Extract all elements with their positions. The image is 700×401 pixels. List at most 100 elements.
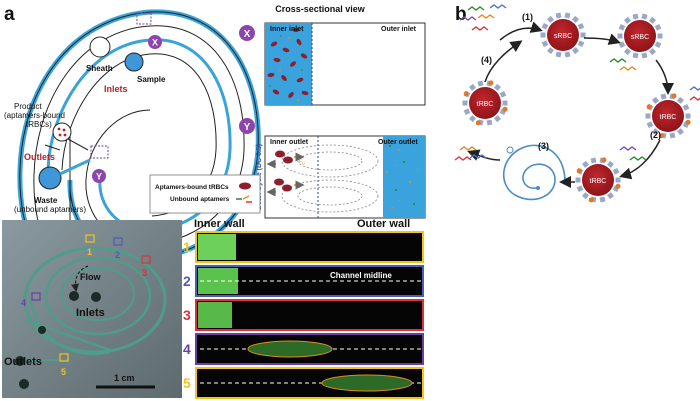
aptamer bbox=[629, 156, 647, 161]
inlet-cross-section bbox=[264, 22, 426, 106]
legend bbox=[149, 174, 261, 214]
bound-marker bbox=[502, 106, 508, 112]
mini-inlet bbox=[506, 146, 514, 154]
strip-number-2: 2 bbox=[183, 273, 191, 289]
aptamer bbox=[489, 4, 507, 9]
receptor bbox=[499, 90, 507, 98]
section-y-box bbox=[90, 145, 109, 159]
receptor bbox=[676, 128, 684, 136]
receptor bbox=[618, 41, 626, 49]
receptor bbox=[657, 33, 663, 39]
receptor bbox=[641, 13, 648, 20]
receptor bbox=[540, 32, 546, 38]
photo-marker-4: 4 bbox=[21, 298, 26, 308]
receptor bbox=[606, 192, 614, 200]
aptamer bbox=[467, 6, 485, 11]
bound-marker bbox=[576, 168, 582, 174]
receptor bbox=[645, 113, 651, 119]
flow-label: Flow bbox=[80, 272, 101, 282]
arrow-step-3 bbox=[467, 149, 501, 161]
receptor bbox=[477, 80, 484, 87]
legend-aptamers-label: Unbound aptamers bbox=[170, 196, 230, 203]
inlets-label: Inlets bbox=[104, 84, 128, 94]
receptor bbox=[576, 185, 584, 193]
device-photo bbox=[2, 220, 182, 398]
product-sub-label-2: tRBCs) bbox=[26, 120, 52, 129]
arrow-step-4 bbox=[484, 40, 523, 83]
mini-spiral bbox=[502, 144, 566, 201]
cross-section-title: Cross-sectional view bbox=[275, 4, 366, 14]
bound-marker bbox=[671, 93, 677, 99]
aptamer bbox=[477, 14, 495, 19]
receptor bbox=[555, 12, 562, 19]
step-4-label: (4) bbox=[481, 55, 492, 65]
sample-inlet bbox=[124, 52, 144, 72]
force-lift-label: FL bbox=[271, 161, 277, 168]
aptamer bbox=[459, 16, 477, 21]
outer-wall-label: Outer wall bbox=[357, 218, 410, 230]
rbc-label-5: tRBC bbox=[590, 178, 607, 185]
receptor bbox=[564, 12, 571, 19]
receptor bbox=[682, 103, 690, 111]
receptor bbox=[493, 115, 501, 123]
legend-cells-label: Aptamers-bound tRBCs bbox=[155, 184, 229, 191]
arrow-a bbox=[583, 33, 621, 45]
rbc-cell-4 bbox=[652, 100, 684, 132]
outlet-cross-section bbox=[264, 135, 426, 219]
step-2-label: (2) bbox=[650, 130, 661, 140]
receptor bbox=[648, 48, 656, 56]
bound-marker bbox=[475, 120, 481, 126]
bound-marker bbox=[646, 104, 652, 110]
receptor bbox=[575, 177, 581, 183]
receptor bbox=[632, 13, 639, 20]
rbc-cell-1 bbox=[547, 19, 579, 51]
photo-marker-2: 2 bbox=[115, 250, 120, 260]
rbc-cell-3 bbox=[469, 87, 501, 119]
receptor bbox=[685, 113, 691, 119]
rbc-cell-5 bbox=[582, 164, 614, 196]
receptor bbox=[502, 100, 508, 106]
receptor bbox=[469, 83, 477, 91]
cycle-diagram bbox=[454, 4, 700, 203]
receptor bbox=[571, 15, 579, 23]
inner-inlet-label: Inner inlet bbox=[270, 26, 304, 33]
product-sub-label: (aptamers-bound bbox=[4, 111, 65, 120]
receptor bbox=[624, 16, 632, 24]
marker-y-large: Y bbox=[239, 118, 255, 134]
fluorescence-strip-5 bbox=[195, 367, 424, 399]
fluorescence-strip-1 bbox=[195, 231, 424, 263]
receptor bbox=[660, 93, 667, 100]
step-1-label: (1) bbox=[522, 12, 533, 22]
rbc-cell-2 bbox=[624, 20, 656, 52]
arrow-step-2 bbox=[655, 59, 674, 95]
receptor bbox=[648, 16, 656, 24]
waste-label: Waste bbox=[34, 196, 58, 205]
photo-marker-1: 1 bbox=[87, 247, 92, 257]
receptor bbox=[547, 47, 555, 55]
aptamer bbox=[619, 146, 637, 151]
receptor bbox=[493, 83, 501, 91]
marker-x-large: X bbox=[239, 25, 255, 41]
outer-inlet-label: Outer inlet bbox=[381, 26, 417, 33]
receptor bbox=[469, 115, 477, 123]
aptamer bbox=[454, 156, 472, 161]
rbc-label-2: sRBC bbox=[631, 34, 649, 41]
outlets-label: Outlets bbox=[24, 152, 55, 162]
photo-marker-5: 5 bbox=[61, 367, 66, 377]
receptor bbox=[646, 121, 654, 129]
receptor bbox=[582, 192, 590, 200]
position-markers bbox=[31, 234, 151, 362]
aptamer bbox=[619, 66, 637, 71]
receptor bbox=[555, 51, 562, 58]
receptor bbox=[577, 40, 585, 48]
receptor bbox=[571, 47, 579, 55]
bound-marker bbox=[685, 119, 691, 125]
receptor bbox=[652, 96, 660, 104]
svg-text:X: X bbox=[152, 38, 158, 48]
product-outlet bbox=[52, 122, 89, 151]
receptor bbox=[669, 132, 676, 139]
bound-marker bbox=[463, 91, 469, 97]
receptor bbox=[676, 96, 684, 104]
svg-text:X: X bbox=[244, 29, 251, 40]
